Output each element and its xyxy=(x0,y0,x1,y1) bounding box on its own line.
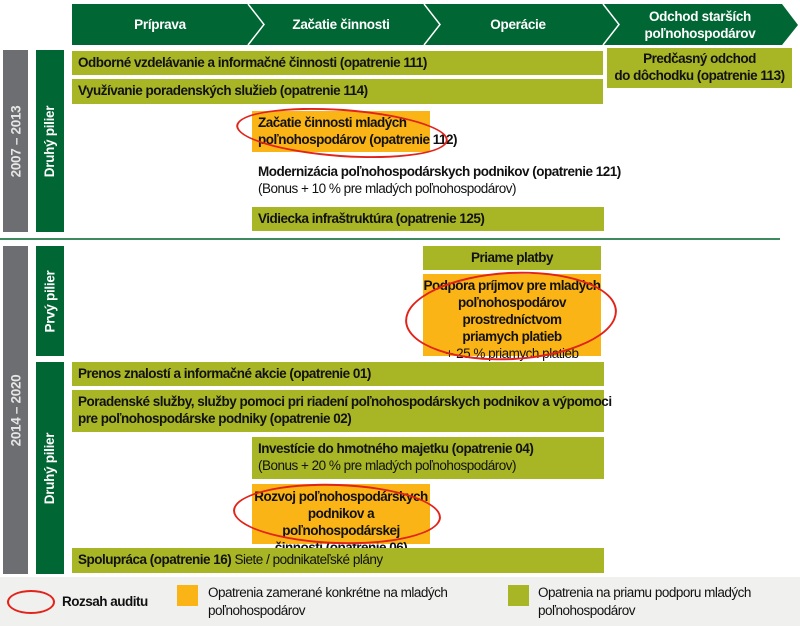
measure-text: Siete / podnikateľské plány xyxy=(231,552,384,567)
measure-text: Modernizácia poľnohospodárskych podnikov… xyxy=(258,164,621,179)
measure-text: Začatie činnosti mladých xyxy=(258,115,407,130)
pillar-label: Prvý pilier xyxy=(42,270,58,332)
measure-text: Podpora príjmov pre mladých xyxy=(423,278,601,293)
measure-text: Vidiecka infraštruktúra (opatrenie 125) xyxy=(258,211,485,226)
measure-121: Modernizácia poľnohospodárskych podnikov… xyxy=(252,160,621,202)
measure-text: (Bonus + 20 % pre mladých poľnohospodáro… xyxy=(258,458,516,473)
chevron-divider-2 xyxy=(423,3,441,46)
measure-text: pre poľnohospodárske podniky (opatrenie … xyxy=(78,411,352,426)
legend-label: Rozsah auditu xyxy=(62,594,148,609)
legend-audit-ellipse-icon xyxy=(7,590,55,614)
stage-label: Operácie xyxy=(490,17,546,32)
period-label: 2014 – 2020 xyxy=(8,374,23,446)
measure-text: Odborné vzdelávanie a informačné činnost… xyxy=(78,55,427,70)
stage-label: Odchod starších poľnohospodárov xyxy=(644,8,756,41)
legend-direct-measures: Opatrenia na priamu podporu mladých poľn… xyxy=(538,584,751,620)
measure-direct-payments: Priame platby xyxy=(423,246,601,270)
legend-amber-swatch xyxy=(177,585,198,606)
pillar-first-2014: Prvý pilier xyxy=(36,246,64,356)
legend-olive-swatch xyxy=(508,585,529,606)
measure-text: Predčasný odchod xyxy=(643,51,756,66)
legend-label: poľnohospodárov xyxy=(208,603,306,618)
stage-operations: Operácie xyxy=(432,4,604,45)
stage-chevron-band xyxy=(72,4,798,45)
legend-label: Opatrenia zamerané konkrétne na mladých xyxy=(208,585,448,600)
measure-text: do dôchodku (opatrenie 113) xyxy=(614,68,785,83)
stage-startup: Začatie činnosti xyxy=(256,4,426,45)
period-divider xyxy=(0,238,780,240)
measure-text: Investície do hmotného majetku (opatreni… xyxy=(258,441,534,456)
legend-specific-measures: Opatrenia zamerané konkrétne na mladých … xyxy=(208,584,448,620)
measure-text: Využívanie poradenských služieb (opatren… xyxy=(78,83,368,98)
chevron-divider-3 xyxy=(602,3,620,46)
stage-retirement: Odchod starších poľnohospodárov xyxy=(612,4,788,45)
measure-02: Poradenské služby, služby pomoci pri ria… xyxy=(72,390,612,432)
legend-label: poľnohospodárov xyxy=(538,603,636,618)
measure-04: Investície do hmotného majetku (opatreni… xyxy=(252,437,604,479)
period-2014-2020: 2014 – 2020 xyxy=(3,246,28,574)
measure-text: Priame platby xyxy=(470,250,554,265)
measure-111: Odborné vzdelávanie a informačné činnost… xyxy=(72,51,603,75)
measure-text: Poradenské služby, služby pomoci pri ria… xyxy=(78,394,612,409)
stage-preparation: Príprava xyxy=(72,4,248,45)
measure-text: Rozvoj poľnohospodárskych xyxy=(254,489,428,504)
measure-text: priamych platieb xyxy=(462,329,562,344)
pillar-second-2007: Druhý pilier xyxy=(36,50,64,232)
pillar-label: Druhý pilier xyxy=(42,105,58,177)
measure-112: Začatie činnosti mladých poľnohospodárov… xyxy=(252,111,457,152)
measure-text: podnikov a poľnohospodárskej xyxy=(282,506,400,538)
measure-text: poľnohospodárov (opatrenie 112) xyxy=(258,132,457,147)
stage-label: Príprava xyxy=(134,17,186,32)
period-label: 2007 – 2013 xyxy=(8,105,23,177)
measure-text: (Bonus + 10 % pre mladých poľnohospodáro… xyxy=(258,181,516,196)
stage-header xyxy=(72,3,798,46)
measure-125: Vidiecka infraštruktúra (opatrenie 125) xyxy=(252,207,604,231)
chevron-divider-1 xyxy=(247,3,265,46)
measure-06: Rozvoj poľnohospodárskych podnikov a poľ… xyxy=(252,484,430,555)
measure-text: poľnohospodárov prostredníctvom xyxy=(458,295,566,327)
pillar-label: Druhý pilier xyxy=(42,432,58,504)
legend-label: Opatrenia na priamu podporu mladých xyxy=(538,585,751,600)
measure-113: Predčasný odchod do dôchodku (opatrenie … xyxy=(607,48,792,88)
measure-young-farmer-payment: Podpora príjmov pre mladých poľnohospodá… xyxy=(423,274,601,361)
measure-16: Spolupráca (opatrenie 16) Siete / podnik… xyxy=(72,548,604,573)
legend xyxy=(0,577,800,626)
period-2007-2013: 2007 – 2013 xyxy=(3,50,28,232)
measure-114: Využívanie poradenských služieb (opatren… xyxy=(72,79,603,104)
stage-label: Začatie činnosti xyxy=(292,17,390,32)
measure-text: + 25 % priamych platieb xyxy=(445,346,579,361)
measure-text: Prenos znalostí a informačné akcie (opat… xyxy=(78,366,371,381)
measure-01: Prenos znalostí a informačné akcie (opat… xyxy=(72,362,604,386)
measure-text: Spolupráca (opatrenie 16) xyxy=(78,552,232,567)
pillar-second-2014: Druhý pilier xyxy=(36,362,64,574)
legend-audit-scope: Rozsah auditu xyxy=(62,593,148,610)
